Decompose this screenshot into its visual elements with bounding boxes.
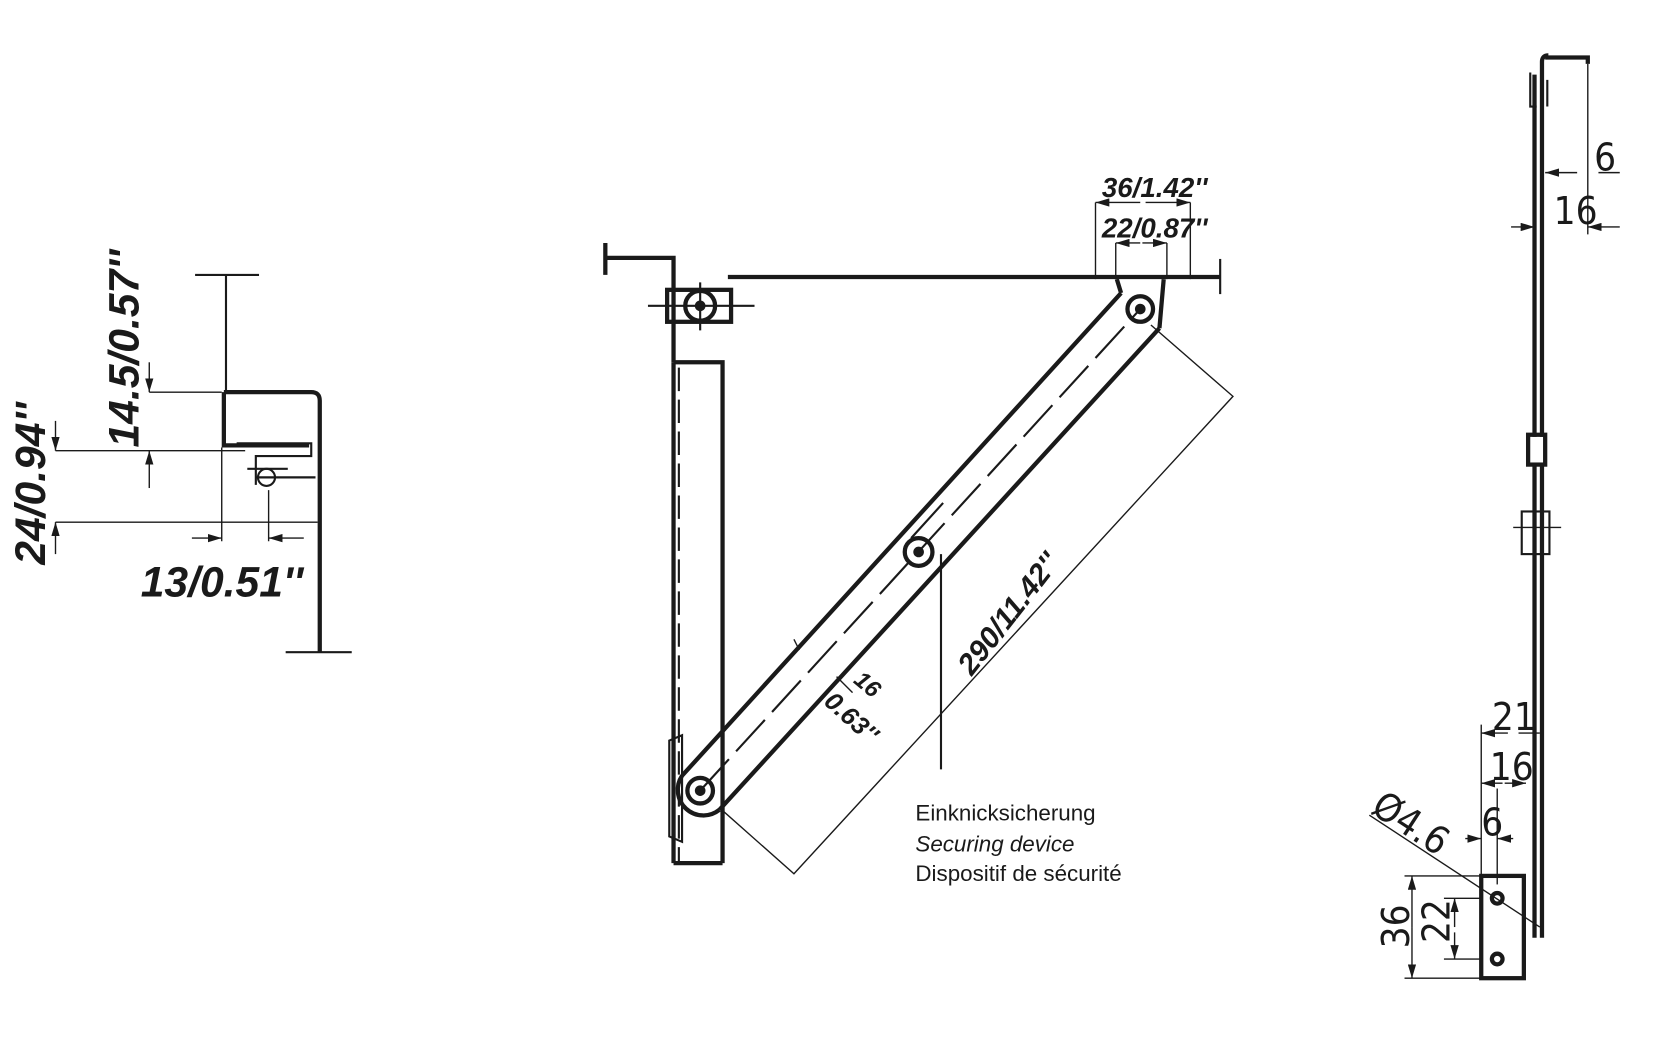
dim-height-total: 24/0.94'' [7, 400, 55, 565]
dim-inner-width: 22/0.87'' [1101, 213, 1209, 244]
dim-22: 22 [1414, 899, 1459, 943]
label-en: Securing device [915, 831, 1074, 856]
dim-height-inner: 14.5/0.57'' [101, 248, 149, 448]
left-side-view: 24/0.94'' 14.5/0.57'' 13/0.51'' [7, 248, 352, 654]
dim-21: 21 [1492, 695, 1536, 740]
dim-hole: Ø4.6 [1364, 783, 1457, 865]
right-side-view: 6 16 21 16 6 Ø4.6 36 22 [1364, 53, 1620, 981]
label-de: Einknicksicherung [915, 800, 1095, 825]
dim-outer-width: 36/1.42'' [1102, 172, 1209, 203]
main-front-view: 36/1.42'' 22/0.87'' 290/11.42'' 16 0.63'… [603, 172, 1234, 886]
dim-length: 290/11.42'' [951, 546, 1067, 682]
dim-arm-width-mm: 16 [849, 666, 886, 703]
dim-top-6: 6 [1594, 135, 1616, 180]
dim-16: 16 [1490, 745, 1534, 790]
dim-width: 13/0.51'' [141, 559, 305, 607]
dim-top-16: 16 [1554, 189, 1598, 234]
label-fr: Dispositif de sécurité [915, 861, 1121, 886]
dim-6: 6 [1481, 800, 1503, 845]
dim-36: 36 [1374, 904, 1419, 948]
